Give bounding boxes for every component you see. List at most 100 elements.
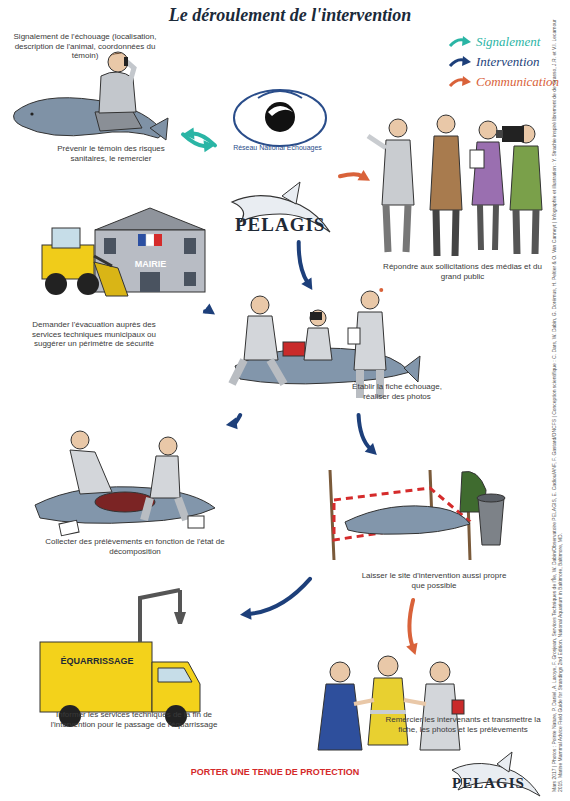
step-heading: Réseau National Echouages bbox=[215, 144, 340, 152]
thanks-illustration bbox=[318, 656, 464, 750]
illustration-shape bbox=[430, 662, 450, 682]
step-heading: MAIRIE bbox=[113, 259, 188, 270]
illustration-shape bbox=[144, 498, 186, 520]
flow-line bbox=[235, 415, 240, 424]
illustration-shape bbox=[361, 291, 379, 309]
illustration-shape bbox=[479, 121, 497, 139]
flow-line bbox=[192, 134, 215, 146]
illustration-shape bbox=[154, 234, 162, 246]
illustration-shape bbox=[140, 272, 160, 292]
flow-line bbox=[409, 600, 413, 646]
arrowhead bbox=[204, 140, 215, 152]
illustration-shape bbox=[70, 450, 112, 494]
illustration-shape bbox=[108, 52, 128, 72]
illustration-shape bbox=[318, 684, 362, 750]
illustration-shape bbox=[330, 662, 350, 682]
illustration-shape bbox=[59, 520, 79, 535]
illustration-shape bbox=[268, 106, 293, 116]
illustration-shape bbox=[345, 506, 470, 534]
illustration-shape bbox=[452, 700, 464, 714]
illustration-shape bbox=[510, 146, 542, 210]
step-caption: Collecter des prélèvements en fonction d… bbox=[35, 537, 235, 556]
illustration-shape bbox=[188, 516, 204, 528]
flow-arrow bbox=[299, 242, 313, 290]
arrowhead bbox=[203, 303, 215, 314]
illustration-shape bbox=[430, 136, 462, 210]
step-box: MAIRIE Demander l'évacuation auprès des s… bbox=[15, 200, 205, 360]
illustration-shape bbox=[104, 238, 116, 254]
flow-line bbox=[249, 579, 310, 614]
illustration-shape bbox=[52, 228, 80, 248]
truck-illustration bbox=[40, 590, 200, 727]
illustration-shape bbox=[95, 208, 205, 230]
illustration-shape bbox=[283, 342, 305, 356]
legend-text: Communication bbox=[476, 74, 559, 90]
illustration-shape bbox=[232, 360, 284, 384]
flow-line bbox=[340, 174, 362, 176]
witness-illustration bbox=[14, 52, 168, 140]
logo-text: PELAGIS bbox=[452, 774, 542, 792]
illustration-shape bbox=[265, 102, 295, 132]
legend-arrowhead bbox=[462, 76, 471, 86]
step-box: Établir la fiche échouage, réaliser des … bbox=[215, 290, 445, 415]
flow-line bbox=[205, 309, 209, 311]
illustration-shape bbox=[184, 272, 196, 286]
flow-line bbox=[359, 415, 371, 449]
illustration-shape bbox=[94, 256, 112, 266]
flow-arrow bbox=[183, 134, 215, 152]
report-illustration bbox=[232, 291, 420, 398]
illustration-shape bbox=[516, 210, 536, 254]
step-box: Réseau National EchouagesPELAGIS bbox=[215, 92, 340, 242]
illustration-shape bbox=[184, 238, 196, 254]
step-box: Signalement de l'échouage (localisation,… bbox=[8, 28, 183, 180]
flow-arrow bbox=[359, 415, 377, 455]
step-caption: Demander l'évacuation auprès des service… bbox=[19, 320, 169, 349]
arrowhead bbox=[406, 643, 417, 655]
step-caption: Établir la fiche échouage, réaliser des … bbox=[351, 382, 443, 401]
illustration-shape bbox=[146, 234, 154, 246]
step-caption: PELAGIS bbox=[235, 214, 345, 237]
illustration-shape bbox=[437, 115, 455, 133]
illustration-shape bbox=[386, 205, 408, 252]
legend-arrowhead bbox=[462, 36, 471, 46]
illustration-shape bbox=[282, 182, 300, 204]
legend-text: Intervention bbox=[476, 54, 540, 70]
flow-arrow bbox=[406, 600, 417, 655]
step-box: Remercier les intervenants et transmettr… bbox=[290, 655, 545, 750]
legend-swatch bbox=[448, 75, 472, 89]
illustration-shape bbox=[251, 296, 269, 314]
flow-arrow bbox=[240, 579, 310, 620]
illustration-shape bbox=[77, 273, 99, 295]
illustration-shape bbox=[158, 668, 192, 682]
illustration-shape bbox=[258, 91, 302, 98]
step-caption: Informer les services techniques de la f… bbox=[41, 710, 227, 729]
illustration-shape bbox=[244, 316, 278, 360]
illustration-shape bbox=[40, 642, 152, 712]
illustration-shape bbox=[138, 234, 146, 246]
illustration-shape bbox=[354, 700, 426, 704]
illustration-shape bbox=[470, 150, 484, 168]
credits-note: Mars 2017 | Photos : Pointe Nature, P. D… bbox=[551, 12, 564, 792]
illustration-shape bbox=[14, 98, 163, 138]
illustration-shape bbox=[496, 130, 503, 138]
illustration-shape bbox=[310, 312, 322, 320]
illustration-shape bbox=[234, 90, 326, 146]
illustration-shape bbox=[502, 126, 524, 142]
flow-line bbox=[183, 134, 206, 146]
arrowhead bbox=[365, 443, 377, 455]
illustration-shape bbox=[436, 210, 456, 256]
illustration-shape bbox=[382, 140, 414, 205]
illustration-shape bbox=[127, 62, 134, 82]
network-logo bbox=[232, 90, 330, 232]
legend-arrowhead bbox=[462, 56, 471, 66]
illustration-shape bbox=[370, 710, 406, 714]
illustration-shape bbox=[150, 118, 168, 140]
step-caption: Laisser le site d'intervention aussi pro… bbox=[360, 571, 508, 590]
illustration-shape bbox=[124, 57, 128, 66]
flow-arrow bbox=[226, 415, 240, 429]
step-box: ÉQUARRISSAGEInformer les services techni… bbox=[25, 590, 240, 750]
illustration-shape bbox=[310, 310, 326, 326]
step-box: Collecter des prélèvements en fonction d… bbox=[25, 425, 240, 555]
legend-swatch bbox=[448, 55, 472, 69]
